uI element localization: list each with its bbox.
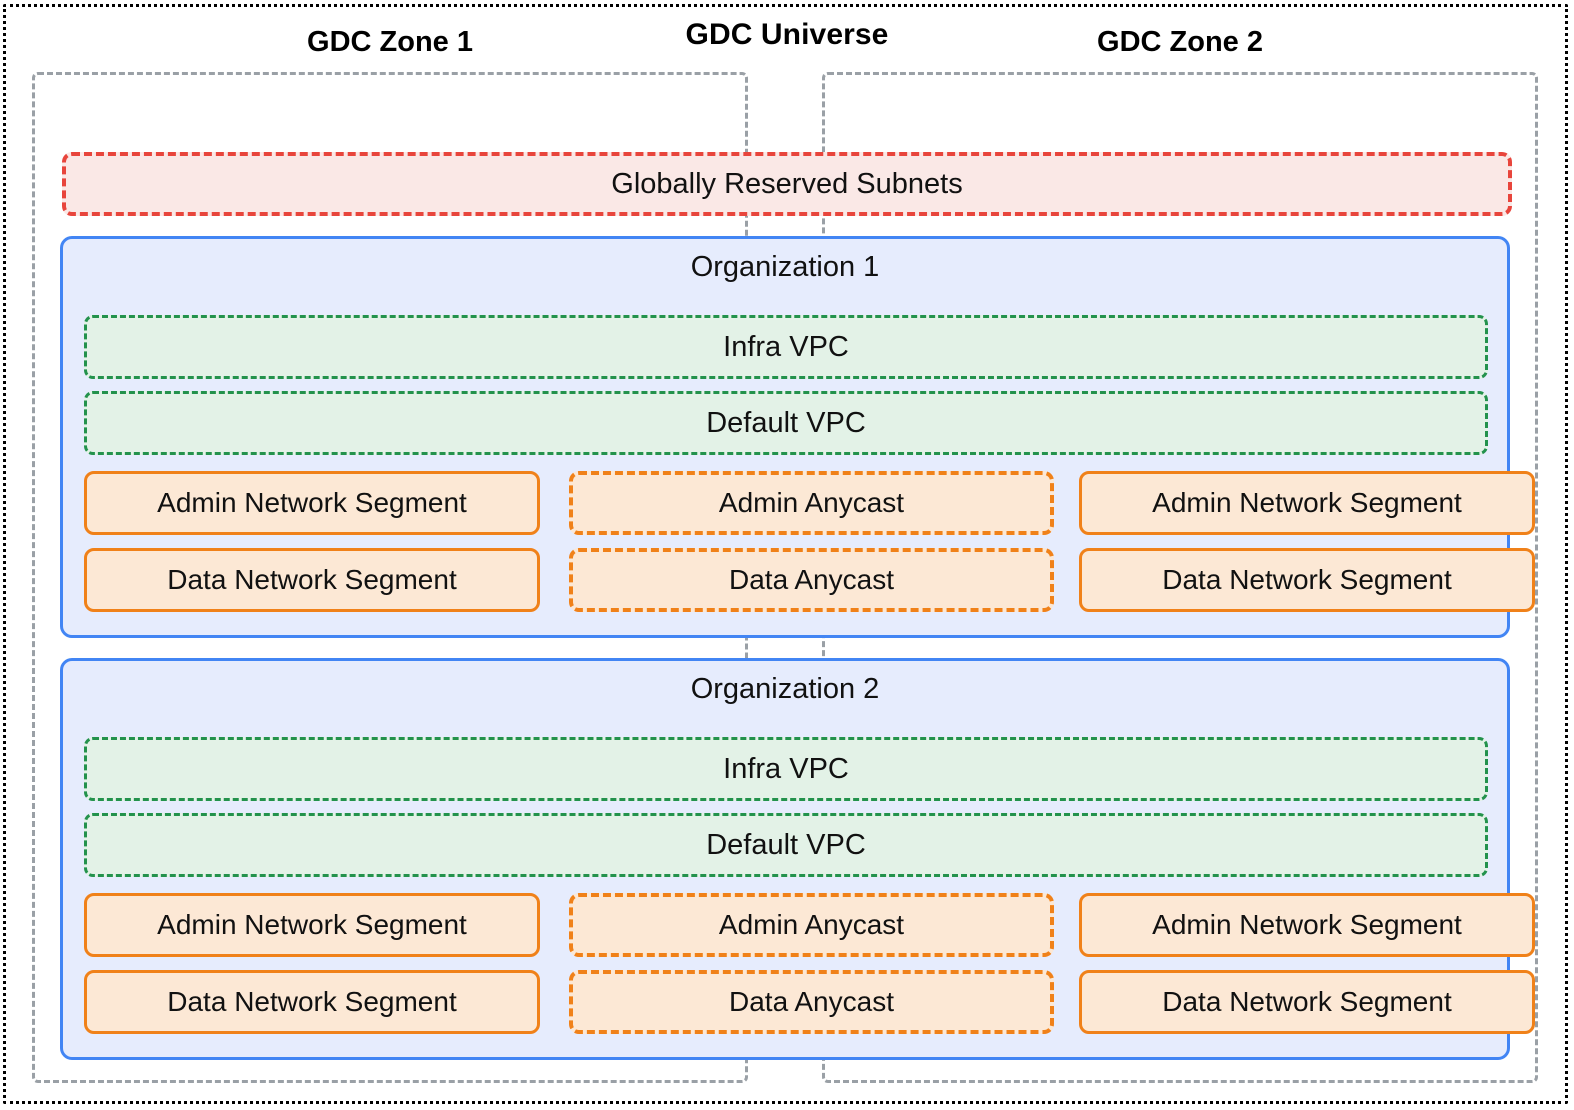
organization-2-zone-1-admin-network-segment: Admin Network Segment: [84, 893, 540, 957]
segment-label: Admin Network Segment: [157, 909, 467, 940]
globally-reserved-subnets-label: Globally Reserved Subnets: [611, 167, 963, 200]
organization-1-title: Organization 1: [690, 251, 880, 283]
organization-2-data-anycast: Data Anycast: [569, 970, 1054, 1034]
organization-2-default-vpc: Default VPC: [84, 813, 1488, 877]
anycast-label: Data Anycast: [729, 986, 894, 1017]
organization-2-infra-vpc: Infra VPC: [84, 737, 1488, 801]
anycast-label: Data Anycast: [729, 564, 894, 595]
segment-label: Data Network Segment: [167, 564, 457, 595]
segment-label: Data Network Segment: [1162, 564, 1452, 595]
segment-label: Admin Network Segment: [157, 487, 467, 518]
organization-1-zone-2-admin-network-segment: Admin Network Segment: [1079, 471, 1535, 535]
organization-1-infra-vpc: Infra VPC: [84, 315, 1488, 379]
organization-1-zone-2-data-network-segment: Data Network Segment: [1079, 548, 1535, 612]
segment-label: Data Network Segment: [1162, 986, 1452, 1017]
segment-label: Data Network Segment: [167, 986, 457, 1017]
segment-label: Admin Network Segment: [1152, 909, 1462, 940]
gdc-zone-2-title: GDC Zone 2: [1097, 26, 1263, 58]
organization-1-default-vpc: Default VPC: [84, 391, 1488, 455]
default-vpc-label: Default VPC: [706, 828, 866, 861]
organization-2-title: Organization 2: [690, 673, 880, 705]
default-vpc-label: Default VPC: [706, 406, 866, 439]
globally-reserved-subnets-box: Globally Reserved Subnets: [62, 152, 1512, 216]
organization-2-admin-anycast: Admin Anycast: [569, 893, 1054, 957]
segment-label: Admin Network Segment: [1152, 487, 1462, 518]
infra-vpc-label: Infra VPC: [723, 752, 849, 785]
organization-2-admin-row: Admin Network Segment Admin Anycast Admi…: [84, 893, 1535, 957]
organization-2-zone-1-data-network-segment: Data Network Segment: [84, 970, 540, 1034]
infra-vpc-label: Infra VPC: [723, 330, 849, 363]
organization-2-data-row: Data Network Segment Data Anycast Data N…: [84, 970, 1535, 1034]
organization-2-box: Organization 2 Infra VPC Default VPC Adm…: [60, 658, 1535, 1060]
gdc-universe-frame: [3, 4, 1568, 1104]
organization-2-zone-2-data-network-segment: Data Network Segment: [1079, 970, 1535, 1034]
anycast-label: Admin Anycast: [718, 909, 905, 940]
organization-1-data-row: Data Network Segment Data Anycast Data N…: [84, 548, 1535, 612]
organization-1-admin-anycast: Admin Anycast: [569, 471, 1054, 535]
anycast-label: Admin Anycast: [718, 487, 905, 518]
organization-1-zone-1-data-network-segment: Data Network Segment: [84, 548, 540, 612]
organization-2-zone-2-admin-network-segment: Admin Network Segment: [1079, 893, 1535, 957]
gdc-universe-title: GDC Universe: [685, 18, 889, 51]
organization-1-data-anycast: Data Anycast: [569, 548, 1054, 612]
organization-1-admin-row: Admin Network Segment Admin Anycast Admi…: [84, 471, 1535, 535]
gdc-zone-1-title: GDC Zone 1: [307, 26, 473, 58]
organization-1-zone-1-admin-network-segment: Admin Network Segment: [84, 471, 540, 535]
organization-1-box: Organization 1 Infra VPC Default VPC Adm…: [60, 236, 1535, 638]
